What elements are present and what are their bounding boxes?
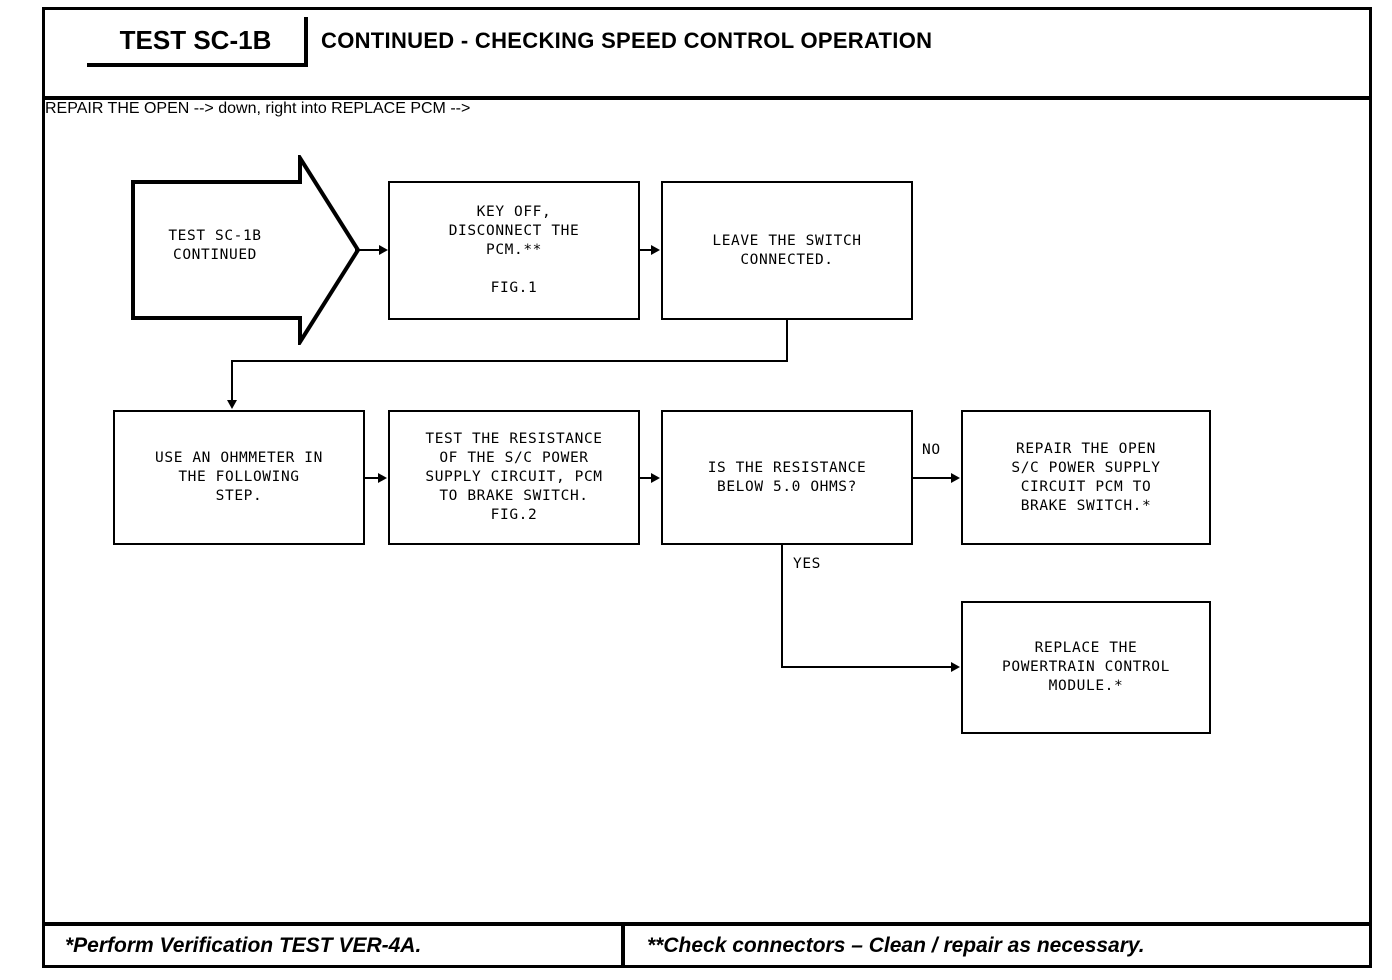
edge-start-to-key-off-arrowhead bbox=[379, 245, 388, 255]
edge-start-to-key-off bbox=[355, 249, 380, 251]
node-leave-switch-label: LEAVE THE SWITCH CONNECTED. bbox=[712, 232, 862, 268]
node-repair-open-label: REPAIR THE OPEN S/C POWER SUPPLY CIRCUIT… bbox=[1011, 440, 1161, 514]
node-decision-label: IS THE RESISTANCE BELOW 5.0 OHMS? bbox=[707, 459, 867, 495]
node-leave-switch: LEAVE THE SWITCH CONNECTED. bbox=[661, 181, 913, 320]
node-replace-pcm: REPLACE THE POWERTRAIN CONTROL MODULE.* bbox=[961, 601, 1211, 734]
edge-test-to-decision bbox=[640, 477, 652, 479]
footer-right-cell: **Check connectors – Clean / repair as n… bbox=[625, 926, 1369, 965]
edge-decision-no-arrowhead bbox=[951, 473, 960, 483]
node-test-resistance-label: TEST THE RESISTANCE OF THE S/C POWER SUP… bbox=[425, 431, 603, 523]
edge-decision-yes-arrowhead bbox=[951, 662, 960, 672]
chevron-shape bbox=[131, 155, 361, 345]
test-id-label: TEST SC-1B bbox=[119, 24, 272, 55]
edge-leave-switch-down bbox=[786, 320, 788, 362]
node-key-off: KEY OFF, DISCONNECT THE PCM.** FIG.1 bbox=[388, 181, 640, 320]
edge-decision-no bbox=[913, 477, 953, 479]
footer-band: *Perform Verification TEST VER-4A. **Che… bbox=[45, 922, 1369, 965]
node-decision: IS THE RESISTANCE BELOW 5.0 OHMS? bbox=[661, 410, 913, 545]
footer-left-note: *Perform Verification TEST VER-4A. bbox=[65, 933, 422, 957]
edge-decision-yes-right bbox=[781, 666, 953, 668]
edge-key-off-to-leave-switch-arrowhead bbox=[651, 245, 660, 255]
edge-into-use-ohmmeter-arrowhead bbox=[227, 400, 237, 409]
node-use-ohmmeter: USE AN OHMMETER IN THE FOLLOWING STEP. bbox=[113, 410, 365, 545]
edge-ohmmeter-to-test bbox=[365, 477, 379, 479]
edge-label-yes: YES bbox=[793, 556, 821, 572]
header-band: TEST SC-1B CONTINUED - CHECKING SPEED CO… bbox=[42, 7, 1372, 100]
node-replace-pcm-label: REPLACE THE POWERTRAIN CONTROL MODULE.* bbox=[1002, 640, 1170, 694]
flowchart-canvas: TEST SC-1B CONTINUED KEY OFF, DISCONNECT… bbox=[45, 100, 1369, 920]
edge-ohmmeter-to-test-arrowhead bbox=[378, 473, 387, 483]
node-test-resistance: TEST THE RESISTANCE OF THE S/C POWER SUP… bbox=[388, 410, 640, 545]
node-key-off-label: KEY OFF, DISCONNECT THE PCM.** FIG.1 bbox=[448, 204, 580, 296]
edge-into-use-ohmmeter bbox=[231, 360, 233, 401]
edge-test-to-decision-arrowhead bbox=[651, 473, 660, 483]
node-start: TEST SC-1B CONTINUED bbox=[130, 155, 362, 345]
node-repair-open: REPAIR THE OPEN S/C POWER SUPPLY CIRCUIT… bbox=[961, 410, 1211, 545]
footer-right-note: **Check connectors – Clean / repair as n… bbox=[647, 933, 1145, 957]
test-id-cell: TEST SC-1B bbox=[87, 17, 308, 67]
edge-label-no: NO bbox=[922, 442, 941, 458]
page-frame bbox=[42, 7, 1372, 968]
node-start-label: TEST SC-1B CONTINUED bbox=[168, 228, 262, 263]
node-use-ohmmeter-label: USE AN OHMMETER IN THE FOLLOWING STEP. bbox=[155, 450, 323, 504]
footer-left-cell: *Perform Verification TEST VER-4A. bbox=[45, 926, 625, 965]
edge-key-off-to-leave-switch bbox=[640, 249, 652, 251]
edge-leave-switch-left bbox=[231, 360, 788, 362]
header-subtitle: CONTINUED - CHECKING SPEED CONTROL OPERA… bbox=[321, 28, 933, 53]
edge-decision-yes-down bbox=[781, 545, 783, 668]
